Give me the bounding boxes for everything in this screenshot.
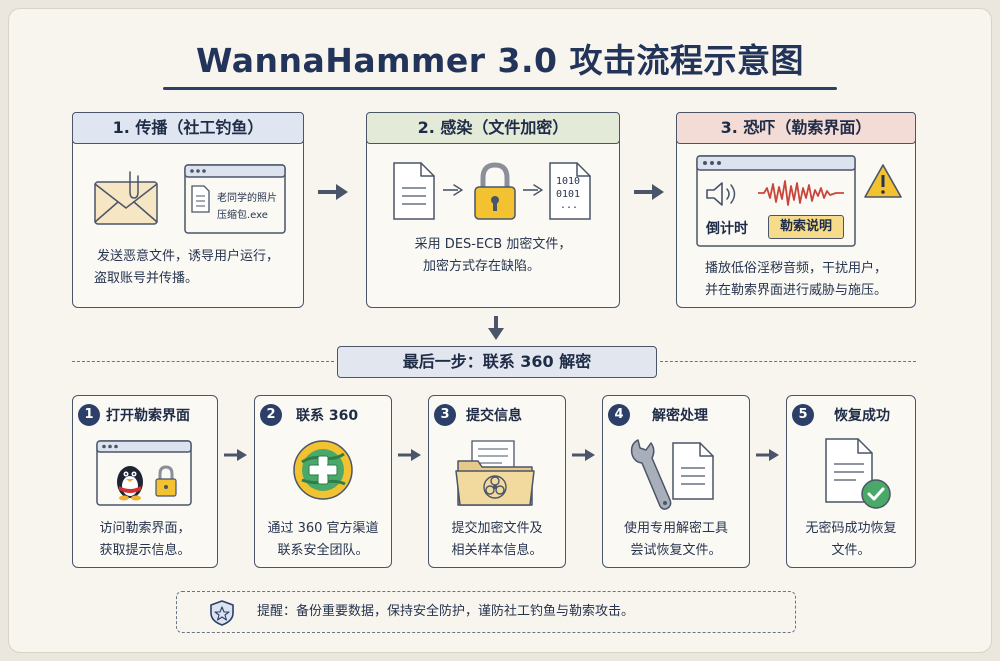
stage-3-desc-line2: 并在勒索界面进行威胁与施压。 bbox=[704, 283, 887, 298]
step-4-desc-line1: 使用专用解密工具 bbox=[623, 521, 728, 536]
step-5-title: 恢复成功 bbox=[834, 408, 890, 424]
lock-icon bbox=[474, 162, 516, 220]
malicious-file-name-line2: 压缩包.exe bbox=[217, 210, 268, 221]
step-1-title: 打开勒索界面 bbox=[106, 408, 190, 424]
step-5-desc-line2: 文件。 bbox=[831, 543, 871, 558]
speaker-icon bbox=[706, 182, 736, 206]
small-arrow-right-icon bbox=[443, 184, 463, 196]
binary-line-1: 1010 bbox=[556, 176, 581, 187]
ransom-page-window-icon bbox=[96, 440, 192, 506]
step-5-desc-line1: 无密码成功恢复 bbox=[805, 521, 897, 536]
step-2-title: 联系 360 bbox=[296, 408, 359, 424]
stage-1-desc-line1: 发送恶意文件，诱导用户运行， bbox=[96, 249, 279, 264]
file-window-icon bbox=[184, 164, 286, 234]
malicious-file-name-line1: 老同学的照片 bbox=[217, 193, 277, 204]
step-3-desc-line2: 相关样本信息。 bbox=[451, 543, 543, 558]
reminder-box: 提醒：备份重要数据，保持安全防护，谨防社工钓鱼与勒索攻击。 bbox=[176, 591, 796, 633]
warning-icon bbox=[864, 164, 902, 198]
document-icon bbox=[393, 162, 435, 220]
diagram-title: WannaHammer 3.0 攻击流程示意图 bbox=[196, 41, 804, 80]
step-2-number: 2 bbox=[260, 404, 282, 426]
stage-2-header: 2. 感染（文件加密） bbox=[366, 112, 620, 144]
title-underline bbox=[163, 87, 837, 90]
step-3-title: 提交信息 bbox=[466, 408, 522, 424]
360-logo-icon bbox=[293, 440, 353, 500]
audio-waveform-icon bbox=[758, 180, 844, 206]
step-4-desc-line2: 尝试恢复文件。 bbox=[630, 543, 722, 558]
arrow-right-icon bbox=[318, 184, 348, 200]
step-5-number: 5 bbox=[792, 404, 814, 426]
wrench-icon bbox=[630, 439, 672, 510]
separator-right bbox=[660, 361, 916, 362]
arrow-right-icon bbox=[572, 449, 595, 461]
arrow-right-icon bbox=[756, 449, 779, 461]
shield-icon bbox=[210, 600, 234, 626]
ransom-note-button[interactable]: 勒索说明 bbox=[768, 215, 844, 239]
step-3-desc-line1: 提交加密文件及 bbox=[451, 521, 543, 536]
step-1-desc-line2: 获取提示信息。 bbox=[99, 543, 191, 558]
step-4-title: 解密处理 bbox=[652, 408, 708, 424]
arrow-right-icon bbox=[224, 449, 247, 461]
stage-2-desc-line1: 采用 DES-ECB 加密文件， bbox=[414, 237, 572, 252]
arrow-down-icon bbox=[488, 316, 504, 340]
envelope-icon bbox=[94, 171, 158, 225]
stage-3-desc-line1: 播放低俗淫秽音频，干扰用户， bbox=[704, 261, 887, 276]
stage-3-header: 3. 恐吓（勒索界面） bbox=[676, 112, 916, 144]
stage-1-desc-line2: 盗取账号并传播。 bbox=[94, 271, 199, 286]
step-4-number: 4 bbox=[608, 404, 630, 426]
step-1-desc-line1: 访问勒索界面， bbox=[99, 521, 191, 536]
step-2-desc-line1: 通过 360 官方渠道 bbox=[267, 521, 379, 536]
arrow-right-icon bbox=[398, 449, 421, 461]
encrypted-file-icon bbox=[549, 162, 591, 220]
separator-left bbox=[72, 361, 334, 362]
final-step-banner: 最后一步：联系 360 解密 bbox=[337, 346, 657, 378]
arrow-right-icon bbox=[634, 184, 664, 200]
biohazard-folder-icon bbox=[455, 440, 535, 506]
binary-line-2: 0101 bbox=[556, 189, 581, 200]
binary-line-3: ... bbox=[560, 200, 579, 211]
restored-file-icon bbox=[825, 438, 891, 509]
step-3-number: 3 bbox=[434, 404, 456, 426]
step-1-number: 1 bbox=[78, 404, 100, 426]
document-icon bbox=[672, 442, 714, 500]
reminder-text: 提醒：备份重要数据，保持安全防护，谨防社工钓鱼与勒索攻击。 bbox=[257, 604, 635, 619]
small-arrow-right-icon bbox=[523, 184, 543, 196]
countdown-label: 倒计时 bbox=[706, 221, 748, 237]
stage-1-header: 1. 传播（社工钓鱼） bbox=[72, 112, 304, 144]
step-2-desc-line2: 联系安全团队。 bbox=[277, 543, 369, 558]
stage-2-desc-line2: 加密方式存在缺陷。 bbox=[423, 259, 541, 274]
